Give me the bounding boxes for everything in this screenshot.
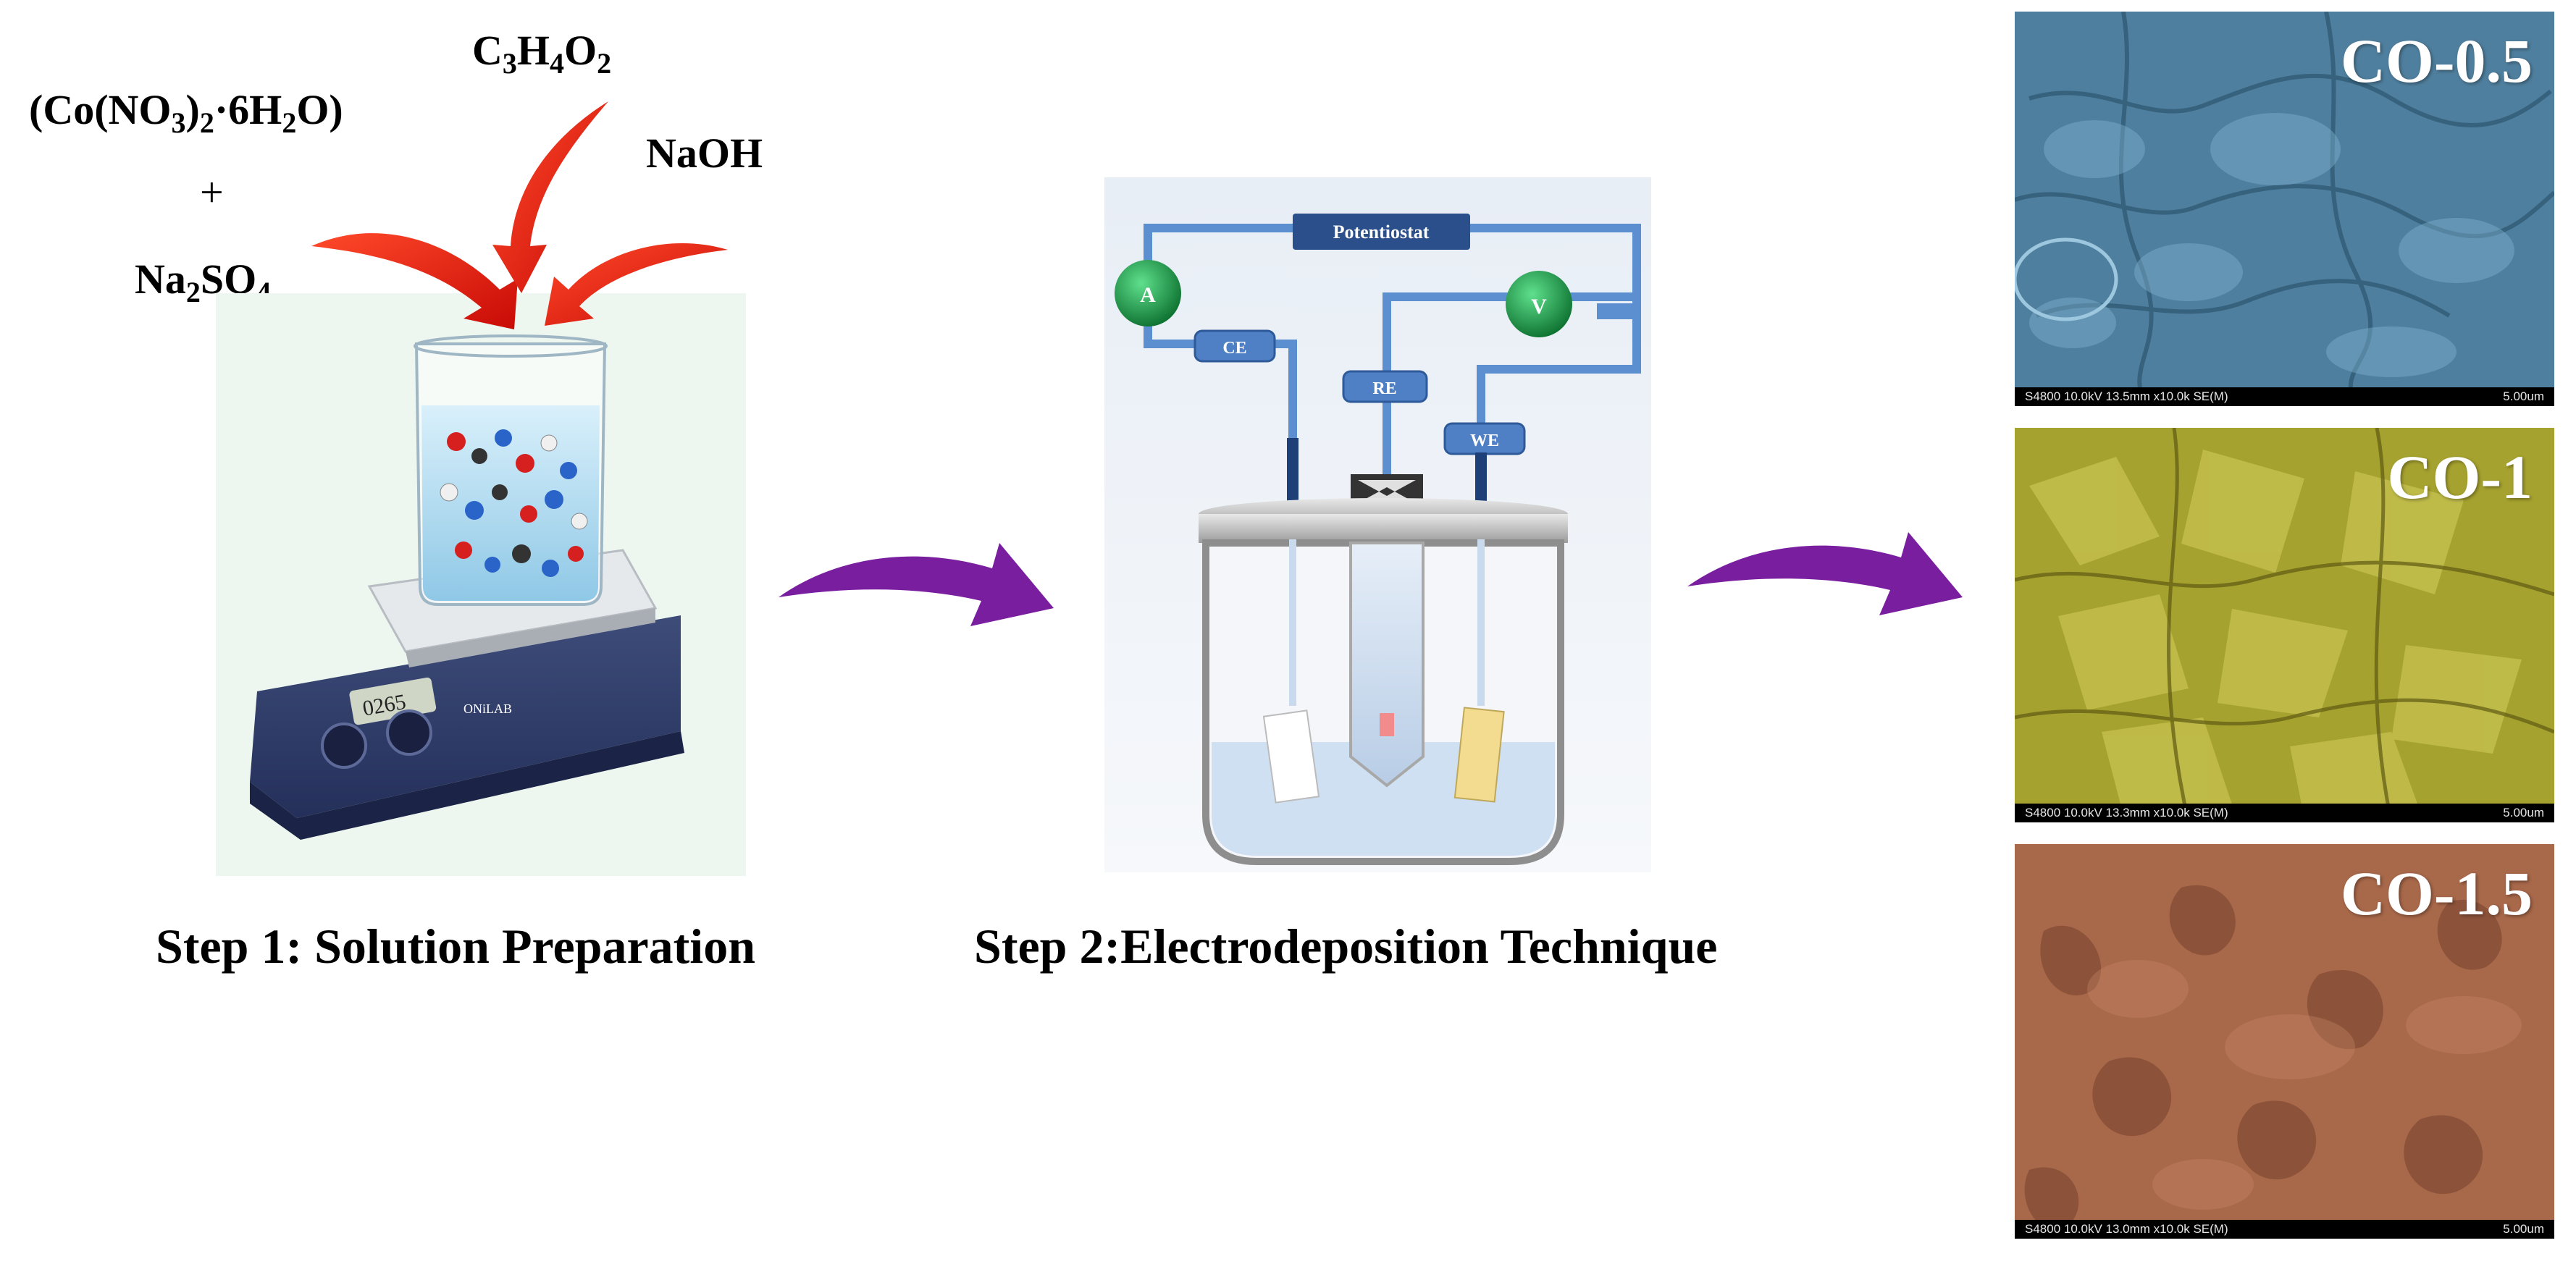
sem-texture-1 [2015,12,2554,406]
sem-info-bar-1: S4800 10.0kV 13.5mm x10.0k SE(M) 5.00um [2015,387,2554,406]
working-electrode [1453,707,1505,803]
purple-arrow-1 [779,543,1054,626]
reagent-cobalt-nitrate: (Co(NO3)2·6H2O) [29,86,343,139]
purple-arrow-2 [1687,532,1963,615]
sem-scale-2: 5.00um [2503,806,2544,820]
sem-scale-3: 5.00um [2503,1222,2544,1236]
sem-label-co-1-5: CO-1.5 [2340,859,2533,928]
sem-info-1: S4800 10.0kV 13.5mm x10.0k SE(M) [2025,389,2228,403]
sem-scale-1: 5.00um [2503,389,2544,403]
re-label: RE [1372,379,1396,398]
sem-panel-co-0-5: CO-0.5 S4800 10.0kV 13.5mm x10.0k SE(M) 5… [2015,12,2554,406]
sem-info-3: S4800 10.0kV 13.0mm x10.0k SE(M) [2025,1222,2228,1236]
sem-label-co-1: CO-1 [2387,442,2533,512]
cell-lid [1199,514,1568,543]
plus-sign: + [200,169,224,216]
sem-label-co-0-5: CO-0.5 [2340,26,2533,96]
reagent-acrylic-acid: C3H4O2 [472,27,612,80]
sem-panel-co-1: CO-1 S4800 10.0kV 13.3mm x10.0k SE(M) 5.0… [2015,428,2554,822]
step1-caption: Step 1: Solution Preparation [156,919,756,974]
sem-texture-2 [2015,428,2554,822]
re-cap-mark [1358,480,1416,503]
re-tip [1380,713,1394,736]
sem-panel-co-1-5: CO-1.5 S4800 10.0kV 13.0mm x10.0k SE(M) 5… [2015,844,2554,1239]
sem-info-2: S4800 10.0kV 13.3mm x10.0k SE(M) [2025,806,2228,820]
reference-electrode [1349,542,1425,788]
ce-label: CE [1222,339,1246,358]
step2-caption: Step 2:Electrodeposition Technique [974,919,1718,974]
red-arrow-right [545,243,728,326]
re-tag [1342,370,1428,403]
molecules [440,429,588,577]
ce-wire [1289,539,1296,706]
hotplate-base [250,615,681,818]
electrodeposition-cell-illustration: Potentiostat A V CE RE WE [1104,177,1651,872]
voltmeter [1506,271,1572,337]
hotplate-base-side [250,731,684,840]
beaker-rim [414,334,608,358]
ammeter-label: A [1140,283,1156,307]
ammeter [1115,260,1181,326]
solution-prep-illustration: 0265 ONiLAB [216,101,746,876]
red-arrow-left [311,233,518,329]
hotplate-brand: ONiLAB [463,701,512,716]
hotplate-knob-right [386,709,432,756]
potentiostat-box [1293,214,1470,250]
we-label: WE [1470,431,1499,450]
hotplate-knob-left [321,722,367,769]
sem-info-bar-2: S4800 10.0kV 13.3mm x10.0k SE(M) 5.00um [2015,804,2554,822]
sem-texture-3 [2024,885,2522,1230]
reagent-naoh: NaOH [646,130,763,177]
red-arrow-top [492,101,608,293]
sem-info-bar-3: S4800 10.0kV 13.0mm x10.0k SE(M) 5.00um [2015,1220,2554,1239]
voltmeter-label: V [1531,295,1547,319]
ce-tag [1193,329,1276,363]
counter-electrode [1262,709,1320,804]
ce-rod [1287,438,1299,518]
hotplate-top-edge [406,608,655,667]
we-wire [1477,539,1485,706]
potentiostat-label: Potentiostat [1333,222,1430,243]
